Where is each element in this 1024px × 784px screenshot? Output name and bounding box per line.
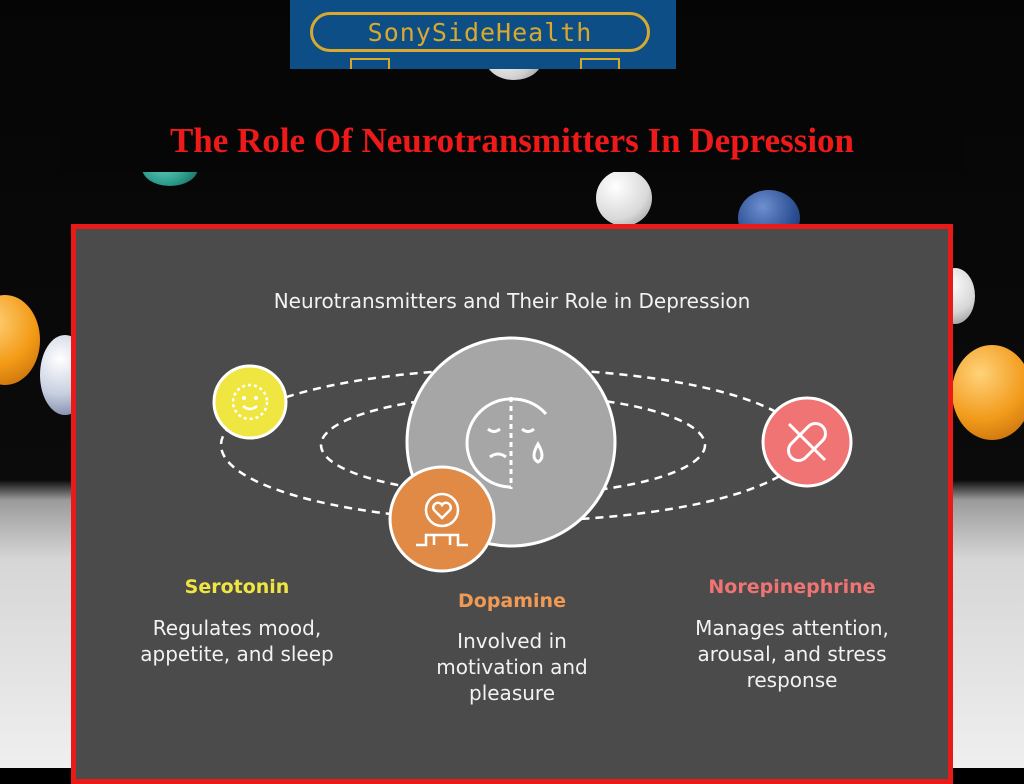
serotonin-description: Regulates mood, appetite, and sleep [140,616,334,666]
orbit-diagram [212,336,853,573]
logo-badge: SonySideHealth [310,12,650,52]
dopamine-description: Involved in motivation and pleasure [436,629,588,705]
serotonin-label: Serotonin [184,576,290,598]
logo-ornament [580,58,620,69]
logo-ornament [350,58,390,69]
page-title: The Role Of Neurotransmitters In Depress… [169,121,855,160]
norepinephrine-label: Norepinephrine [708,576,876,598]
brand-logo: SonySideHealth [290,0,676,69]
title-banner: The Role Of Neurotransmitters In Depress… [60,110,964,172]
background-pill [952,345,1024,440]
smile-icon [212,364,288,440]
logo-text: SonySideHealth [367,17,593,47]
background-pill [596,170,652,226]
pill-off-icon [761,396,853,488]
norepinephrine-description: Manages attention, arousal, and stress r… [695,616,889,692]
infographic-title: Neurotransmitters and Their Role in Depr… [273,289,751,313]
heart-hand-icon [388,465,496,573]
infographic-panel: Neurotransmitters and Their Role in Depr… [71,224,953,784]
dopamine-label: Dopamine [458,590,566,612]
